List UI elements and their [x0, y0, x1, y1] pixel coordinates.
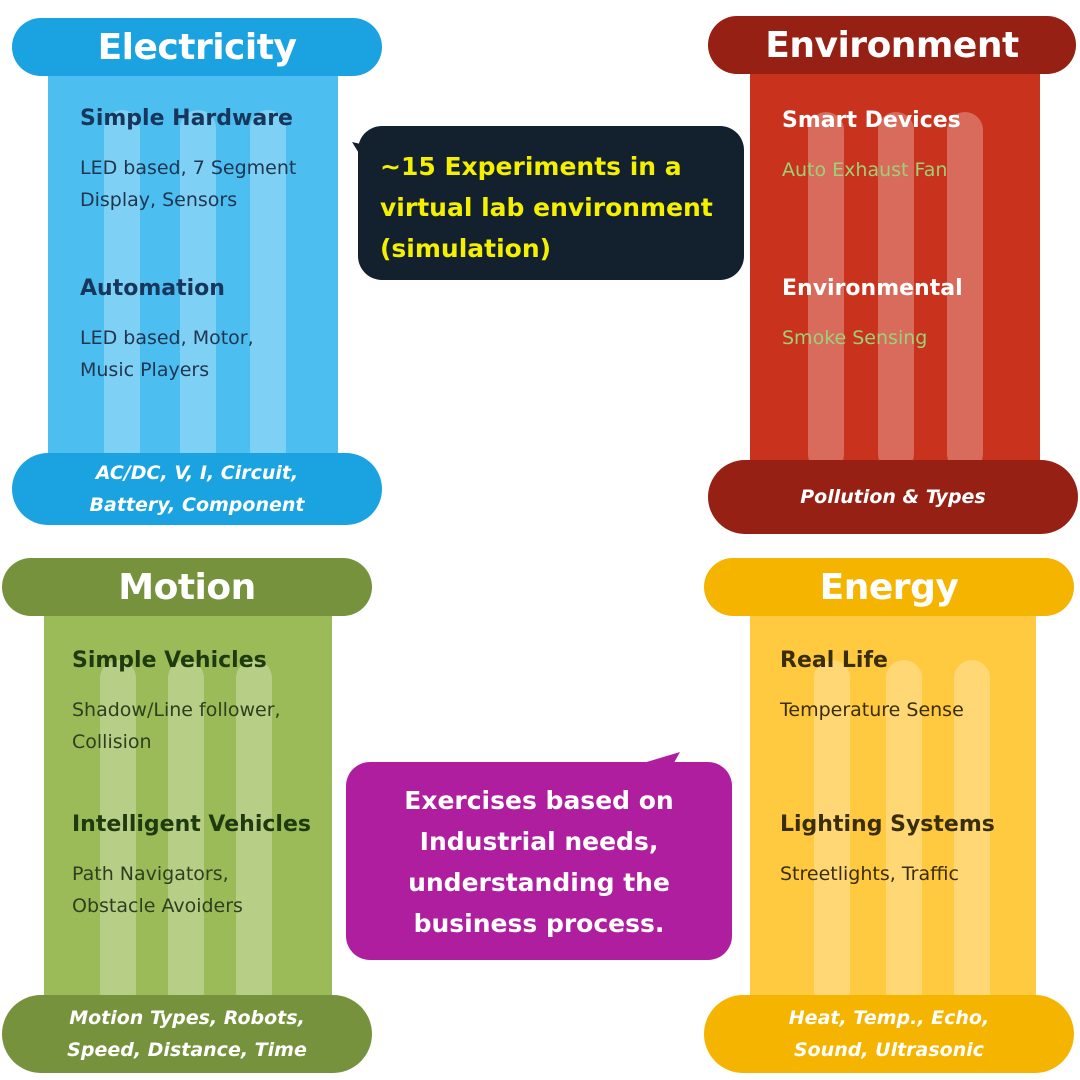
- pillar-motion-content: Simple Vehicles Shadow/Line follower, Co…: [72, 646, 342, 922]
- pillar-flute: [947, 112, 983, 472]
- callout-text: (simulation): [380, 234, 552, 263]
- callout-text: virtual lab environment: [380, 193, 713, 222]
- section-heading: Smart Devices: [782, 108, 961, 133]
- pillar-motion-base: Motion Types, Robots, Speed, Distance, T…: [2, 995, 372, 1073]
- section-text: Temperature Sense: [780, 699, 964, 721]
- base-text: Battery, Component: [89, 494, 305, 516]
- pillar-flute: [104, 110, 140, 470]
- pillar-environment: Environment Smart Devices Auto Exhaust F…: [700, 0, 1080, 540]
- section-heading: Intelligent Vehicles: [72, 812, 311, 837]
- callout-experiments: ~15 Experiments in a virtual lab environ…: [358, 126, 744, 280]
- section-text: Music Players: [80, 359, 210, 381]
- callout-text: Exercises based on: [404, 786, 674, 815]
- section-text: Shadow/Line follower,: [72, 699, 281, 721]
- pillar-flute: [954, 660, 990, 1010]
- pillar-flute: [808, 112, 844, 472]
- pillar-electricity-shaft: [48, 40, 338, 480]
- section-heading: Real Life: [780, 648, 888, 673]
- pillar-motion-title: Motion: [2, 558, 372, 616]
- pillar-environment-shaft: [750, 40, 1040, 480]
- section-text: Smoke Sensing: [782, 327, 928, 349]
- pillar-flute: [236, 660, 272, 1010]
- callout-exercises: Exercises based on Industrial needs, und…: [346, 762, 732, 960]
- pillar-motion: Motion Simple Vehicles Shadow/Line follo…: [0, 540, 400, 1080]
- pillar-energy-title: Energy: [704, 558, 1074, 616]
- section-text: LED based, 7 Segment: [80, 157, 297, 179]
- pillar-flute: [886, 660, 922, 1010]
- pillar-environment-base: Pollution & Types: [708, 460, 1078, 534]
- pillar-motion-shaft: [44, 580, 332, 1020]
- pillar-energy: Energy Real Life Temperature Sense Light…: [700, 540, 1080, 1080]
- base-text: AC/DC, V, I, Circuit,: [95, 462, 299, 484]
- pillar-flute: [168, 660, 204, 1010]
- pillar-flute: [180, 110, 216, 470]
- base-text: Heat, Temp., Echo,: [788, 1007, 990, 1029]
- pillar-flute: [100, 660, 136, 1010]
- section-text: Collision: [72, 731, 152, 753]
- pillar-flute: [250, 110, 286, 470]
- base-text: Motion Types, Robots,: [69, 1007, 305, 1029]
- section-heading: Simple Vehicles: [72, 648, 267, 673]
- pillar-energy-base: Heat, Temp., Echo, Sound, Ultrasonic: [704, 995, 1074, 1073]
- section-heading: Environmental: [782, 276, 963, 301]
- section-text: Auto Exhaust Fan: [782, 159, 948, 181]
- callout-text: Industrial needs,: [419, 827, 659, 856]
- section-heading: Automation: [80, 276, 225, 301]
- section-text: Path Navigators,: [72, 863, 229, 885]
- section-text: Obstacle Avoiders: [72, 895, 243, 917]
- pillar-flute: [878, 112, 914, 472]
- pillar-environment-title: Environment: [708, 16, 1076, 74]
- callout-text: ~15 Experiments in a: [380, 152, 682, 181]
- callout-text: business process.: [413, 909, 665, 938]
- pillar-environment-content: Smart Devices Auto Exhaust Fan Environme…: [782, 106, 1042, 354]
- section-heading: Simple Hardware: [80, 106, 293, 131]
- section-text: Streetlights, Traffic: [780, 863, 959, 885]
- pillar-electricity-content: Simple Hardware LED based, 7 Segment Dis…: [80, 104, 340, 386]
- pillar-flute: [814, 660, 850, 1010]
- base-text: Speed, Distance, Time: [67, 1039, 307, 1061]
- pillar-energy-shaft: [750, 580, 1036, 1020]
- section-heading: Lighting Systems: [780, 812, 995, 837]
- base-text: Sound, Ultrasonic: [793, 1039, 985, 1061]
- pillar-energy-content: Real Life Temperature Sense Lighting Sys…: [780, 646, 1050, 890]
- section-text: Display, Sensors: [80, 189, 238, 211]
- pillar-electricity-base: AC/DC, V, I, Circuit, Battery, Component: [12, 453, 382, 525]
- callout-text: understanding the: [408, 868, 670, 897]
- section-text: LED based, Motor,: [80, 327, 254, 349]
- pillar-electricity: Electricity Simple Hardware LED based, 7…: [0, 0, 400, 540]
- pillar-electricity-title: Electricity: [12, 18, 382, 76]
